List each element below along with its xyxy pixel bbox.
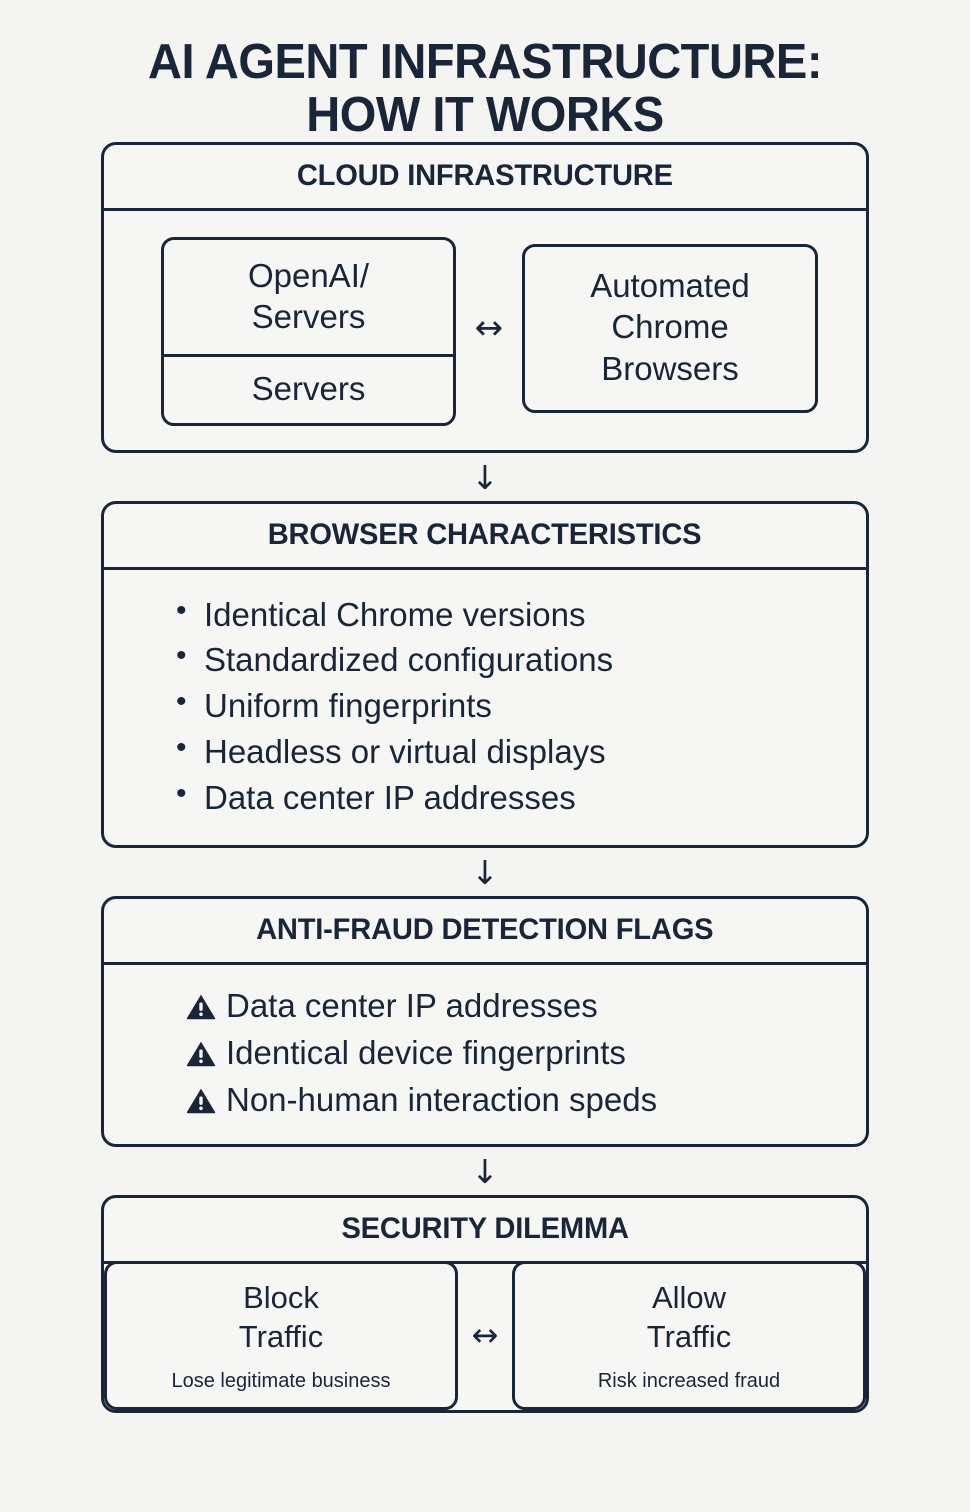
list-item-label: Data center IP addresses [226,986,598,1024]
option-allow-traffic-title-line-2: Traffic [646,1318,732,1354]
down-arrow-icon-1: ↓ [471,457,499,497]
card-security-dilemma: SECURITY DILEMMA Block Traffic Lose legi… [101,1194,869,1414]
list-item: Non-human interaction speds [186,1077,866,1124]
card-header-anti-fraud-detection-flags: ANTI-FRAUD DETECTION FLAGS [104,899,866,965]
box-openai-servers-top: OpenAI/ Servers [164,240,453,357]
card-header-browser-characteristics-label: BROWSER CHARACTERISTICS [268,517,702,551]
box-automated-chrome-browsers-line-3: Browsers [601,349,739,387]
down-arrow-icon-3: ↓ [471,1151,499,1191]
down-arrow-icon-2: ↓ [471,852,499,892]
warning-triangle-icon [186,1087,226,1114]
list-item: Data center IP addresses [186,983,866,1030]
page-title: AI AGENT INFRASTRUCTURE: HOW IT WORKS [19,0,950,142]
warning-triangle-icon [186,993,226,1020]
anti-fraud-flags-list: Data center IP addresses Identical devic… [104,965,866,1144]
card-body-cloud-infrastructure: OpenAI/ Servers Servers ↔ Automated Chro… [104,211,866,450]
card-body-anti-fraud-detection-flags: Data center IP addresses Identical devic… [104,965,866,1144]
option-block-traffic-title: Block Traffic [117,1278,445,1357]
box-openai-servers-top-line-2: Servers [251,297,366,335]
box-openai-servers-top-line-1: OpenAI/ [247,256,370,294]
option-block-traffic-subtitle: Lose legitimate business [171,1370,391,1393]
card-header-security-dilemma-label: SECURITY DILEMMA [341,1211,629,1245]
card-header-cloud-infrastructure: CLOUD INFRASTRUCTURE [104,145,866,211]
card-header-cloud-infrastructure-label: CLOUD INFRASTRUCTURE [296,158,674,192]
list-item: Data center IP addresses [176,773,866,821]
list-item: Standardized configurations [176,635,866,683]
card-body-browser-characteristics: Identical Chrome versions Standardized c… [104,570,866,845]
option-allow-traffic-title: Allow Traffic [525,1278,853,1357]
option-block-traffic[interactable]: Block Traffic Lose legitimate business [104,1260,458,1411]
card-header-security-dilemma: SECURITY DILEMMA [104,1198,866,1264]
warning-triangle-icon [186,1040,226,1067]
page-title-line-1: AI AGENT INFRASTRUCTURE: [147,35,823,89]
option-block-traffic-title-line-1: Block [243,1279,319,1315]
card-body-security-dilemma: Block Traffic Lose legitimate business ↔… [104,1260,866,1411]
list-item: Identical device fingerprints [186,1030,866,1077]
list-item: Headless or virtual displays [176,727,866,775]
list-item-label: Identical device fingerprints [226,1033,626,1071]
option-allow-traffic-title-line-1: Allow [651,1279,727,1315]
box-openai-servers-bottom: Servers [251,369,366,407]
card-anti-fraud-detection-flags: ANTI-FRAUD DETECTION FLAGS Data center I… [101,895,869,1147]
box-automated-chrome-browsers-line-1: Automated [590,266,750,304]
list-item: Identical Chrome versions [176,590,866,638]
option-allow-traffic-subtitle: Risk increased fraud [597,1370,781,1393]
option-block-traffic-title-line-2: Traffic [238,1318,324,1354]
card-header-anti-fraud-detection-flags-label: ANTI-FRAUD DETECTION FLAGS [256,912,714,946]
list-item-label: Non-human interaction speds [226,1080,658,1118]
browser-characteristics-list: Identical Chrome versions Standardized c… [104,570,866,845]
list-item: Uniform fingerprints [176,681,866,729]
box-automated-chrome-browsers-line-2: Chrome [611,308,729,346]
bidirectional-arrow-icon-dilemma: ↔ [471,1316,499,1355]
bidirectional-arrow-icon-cloud: ↔ [474,308,504,349]
page-title-line-2: HOW IT WORKS [306,87,664,142]
card-browser-characteristics: BROWSER CHARACTERISTICS Identical Chrome… [101,500,869,848]
box-automated-chrome-browsers: Automated Chrome Browsers [522,243,818,413]
box-openai-servers: OpenAI/ Servers Servers [161,236,456,426]
card-header-browser-characteristics: BROWSER CHARACTERISTICS [104,504,866,570]
option-allow-traffic[interactable]: Allow Traffic Risk increased fraud [512,1260,866,1411]
card-cloud-infrastructure: CLOUD INFRASTRUCTURE OpenAI/ Servers Ser… [101,141,869,453]
